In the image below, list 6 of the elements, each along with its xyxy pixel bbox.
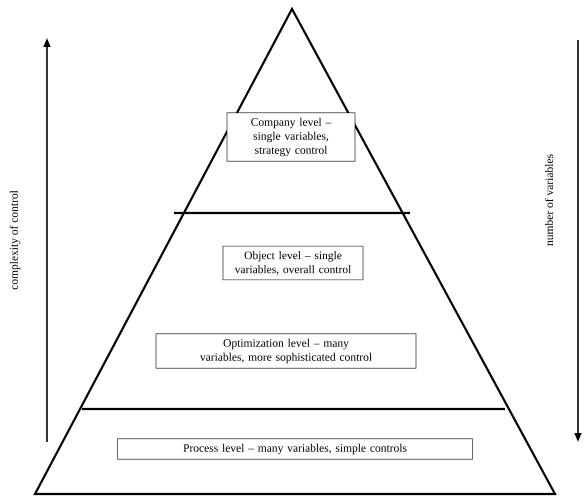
axis-label: complexity of control <box>10 190 20 290</box>
level-box: Object level – single variables, overall control <box>222 246 364 280</box>
axis-label: number of variables <box>544 154 554 246</box>
level-box: Optimization level – many variables, more sophisticated control <box>156 333 416 368</box>
level-box: Company level – single variables, strategy control <box>226 112 356 162</box>
level-box: Process level – many variables, simple controls <box>117 438 473 460</box>
